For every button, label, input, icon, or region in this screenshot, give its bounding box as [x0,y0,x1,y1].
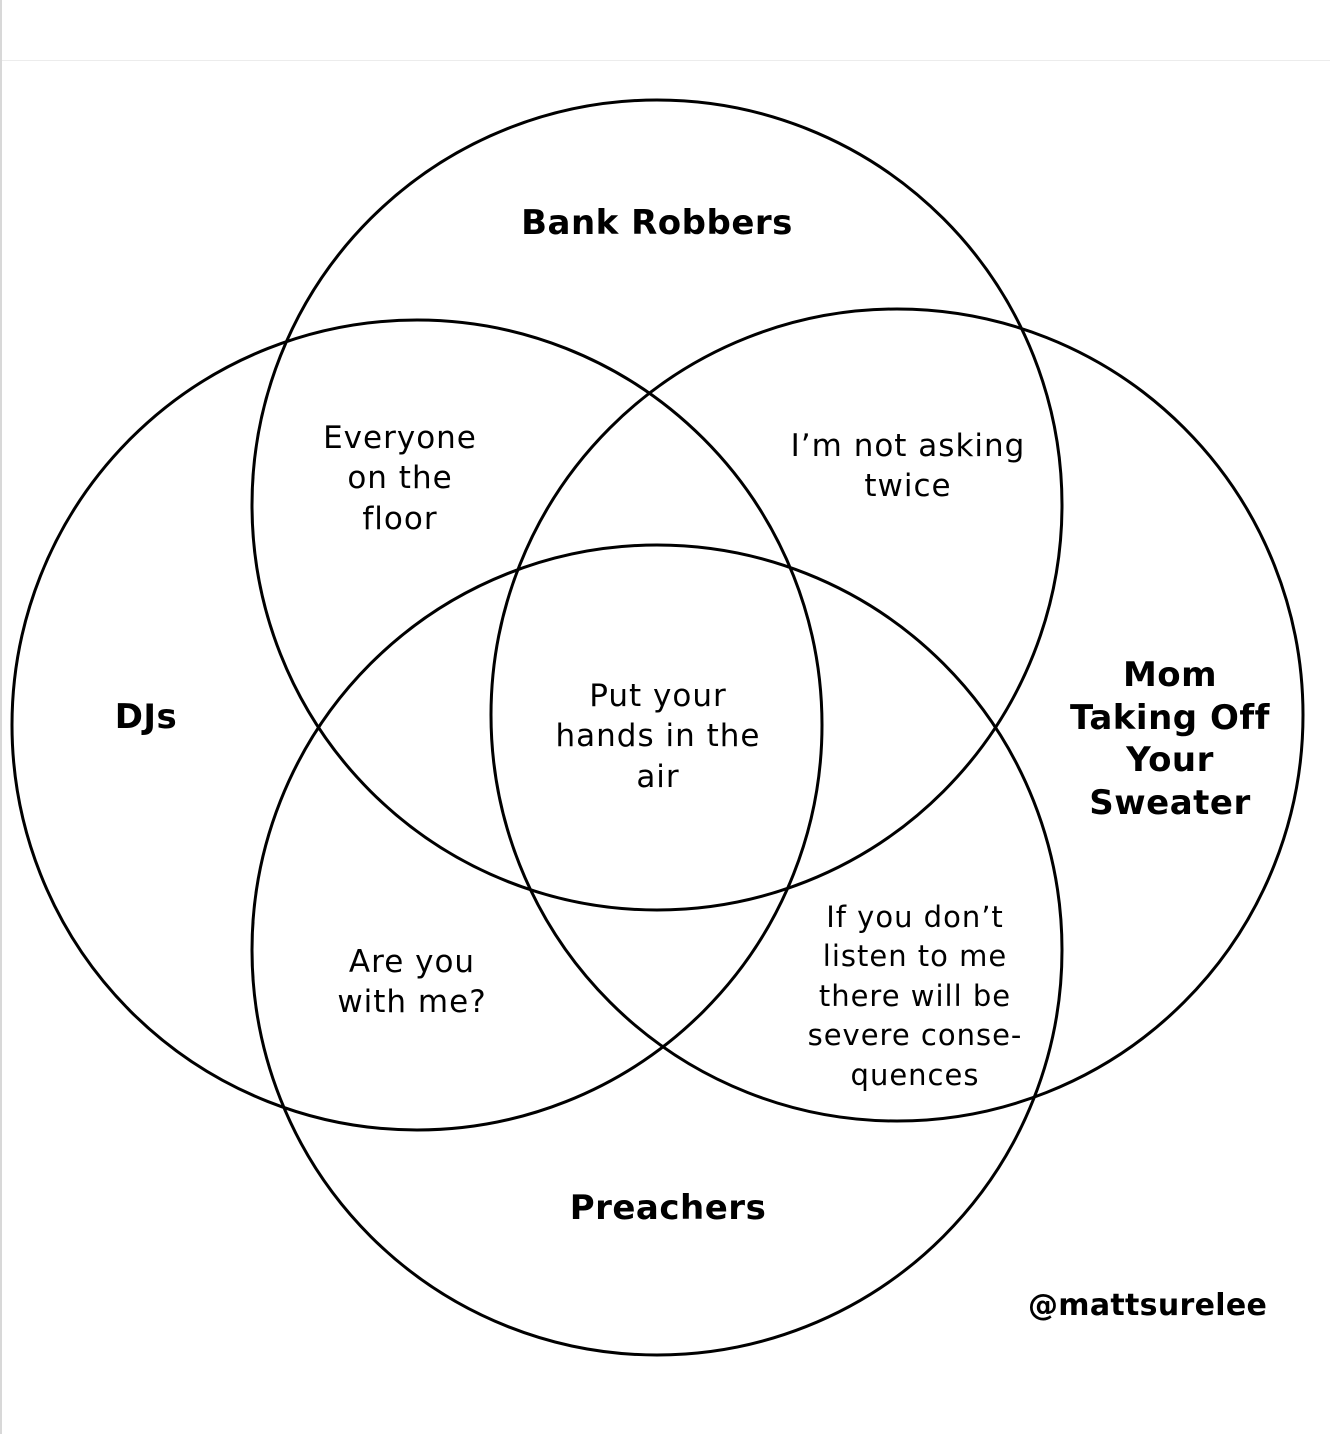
set-label-mom-line-2: Taking Off [1070,697,1270,738]
region-label-djs-preachers: Are you with me? [302,942,522,1023]
region-mom-preachers-line-4: severe conse- [807,1018,1023,1053]
circle-mom [489,307,1305,1123]
region-bank-robbers-mom-line-1: I’m not asking [790,428,1026,464]
region-mom-preachers-line-1: If you don’t [826,900,1004,934]
set-label-djs: DJs [114,697,178,737]
set-label-bank-robbers: Bank Robbers [521,203,793,243]
circle-bank-robbers [250,98,1064,912]
circle-djs [10,318,824,1132]
region-center-line-1: Put your [589,678,727,714]
region-label-mom-preachers: If you don’t listen to me there will be … [790,898,1040,1095]
left-border [0,0,2,1434]
region-mom-preachers-line-2: listen to me [822,939,1008,974]
set-label-mom-line-1: Mom [1122,655,1218,695]
region-mom-preachers-line-5: quences [850,1057,980,1092]
region-mom-preachers-line-3: there will be [818,978,1012,1013]
region-center-line-2: hands in the [555,718,761,755]
circle-preachers [250,543,1064,1357]
region-djs-bank-robbers-line-1: Everyone [323,420,477,456]
region-djs-preachers-line-1: Are you [348,944,476,980]
set-label-mom-line-3: Your [1126,740,1214,780]
region-label-djs-bank-robbers: Everyone on the floor [290,418,510,539]
region-center-line-3: air [636,758,680,795]
set-label-preachers: Preachers [569,1188,767,1228]
region-label-center: Put your hands in the air [523,676,793,797]
region-djs-preachers-line-2: with me? [337,984,487,1021]
set-label-mom-line-4: Sweater [1089,782,1251,823]
region-djs-bank-robbers-line-2: on the [347,460,453,497]
set-label-mom: Mom Taking Off Your Sweater [1050,654,1290,824]
region-bank-robbers-mom-line-2: twice [864,468,952,505]
top-bar [0,0,1330,61]
author-credit: @mattsurelee [1028,1288,1268,1323]
region-djs-bank-robbers-line-3: floor [362,500,438,537]
region-label-bank-robbers-mom: I’m not asking twice [768,426,1048,507]
